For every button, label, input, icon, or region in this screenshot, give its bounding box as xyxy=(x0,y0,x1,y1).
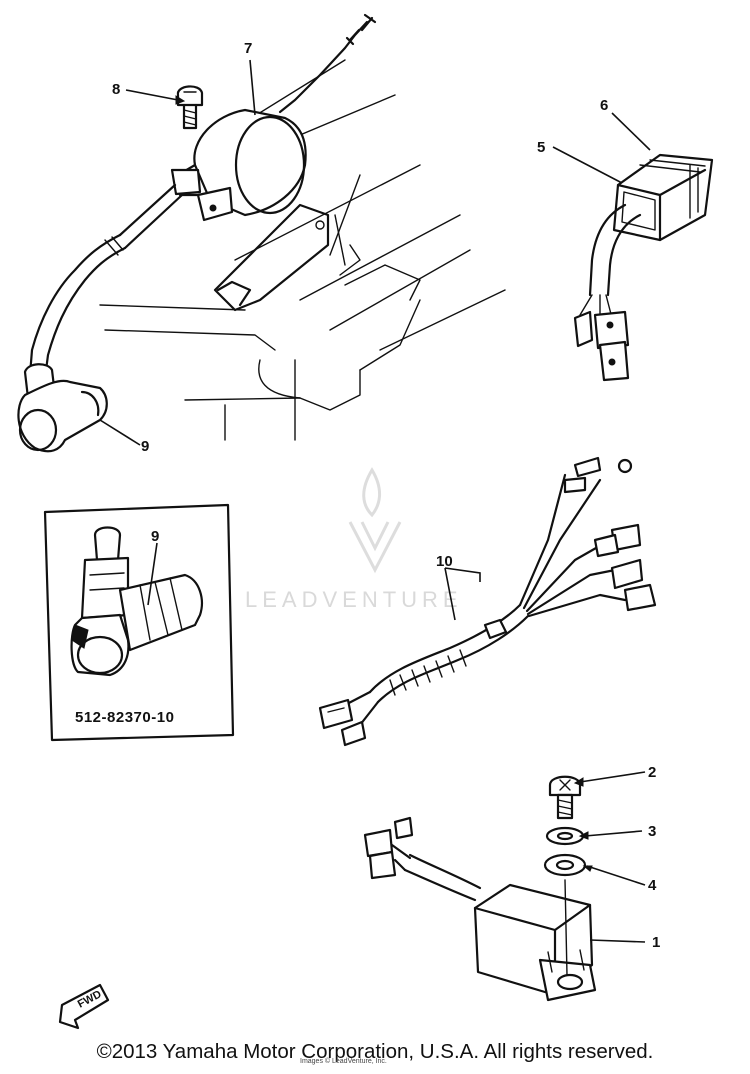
inset-plug-cap: 512-82370-10 xyxy=(43,503,235,742)
callout-8: 8 xyxy=(112,81,120,98)
engine-casing xyxy=(99,59,506,441)
watermark-logo-icon xyxy=(348,521,402,574)
rectifier-regulator-parts-5-6 xyxy=(573,153,714,382)
wire-harness-part-10 xyxy=(318,456,657,747)
image-credit: Images © LeadVenture, Inc. xyxy=(300,1058,387,1065)
callout-4: 4 xyxy=(648,877,657,894)
screw-part-2 xyxy=(548,775,582,820)
copyright-notice: ©2013 Yamaha Motor Corporation, U.S.A. A… xyxy=(96,1040,654,1063)
forward-direction-arrow: FWD xyxy=(58,983,110,1030)
callout-10: 10 xyxy=(436,553,453,570)
callout-7: 7 xyxy=(244,40,252,57)
cdi-unit-part-1 xyxy=(363,816,597,1002)
inset-frame xyxy=(43,503,235,742)
plug-lead-and-cap-part-9 xyxy=(17,233,127,453)
callout-2: 2 xyxy=(648,764,656,781)
callout-numbers: 7 8 6 5 9 9 10 2 3 4 1 xyxy=(112,40,660,951)
callout-3: 3 xyxy=(648,823,656,840)
callout-5: 5 xyxy=(537,139,545,156)
washer-part-4 xyxy=(543,853,587,877)
watermark-flame-icon xyxy=(362,467,381,518)
watermark: LEADVENTURE xyxy=(245,467,463,612)
callout-9: 9 xyxy=(141,438,149,455)
watermark-text: LEADVENTURE xyxy=(245,587,463,612)
callout-leaders xyxy=(99,59,651,943)
inset-part-number: 512-82370-10 xyxy=(75,709,174,726)
washer-part-3 xyxy=(545,826,585,846)
screw-part-8 xyxy=(176,85,204,130)
callout-6: 6 xyxy=(600,97,608,114)
ignition-coil-part-7 xyxy=(118,13,377,250)
callout-1: 1 xyxy=(652,934,660,951)
callout-9-inset: 9 xyxy=(151,528,159,545)
